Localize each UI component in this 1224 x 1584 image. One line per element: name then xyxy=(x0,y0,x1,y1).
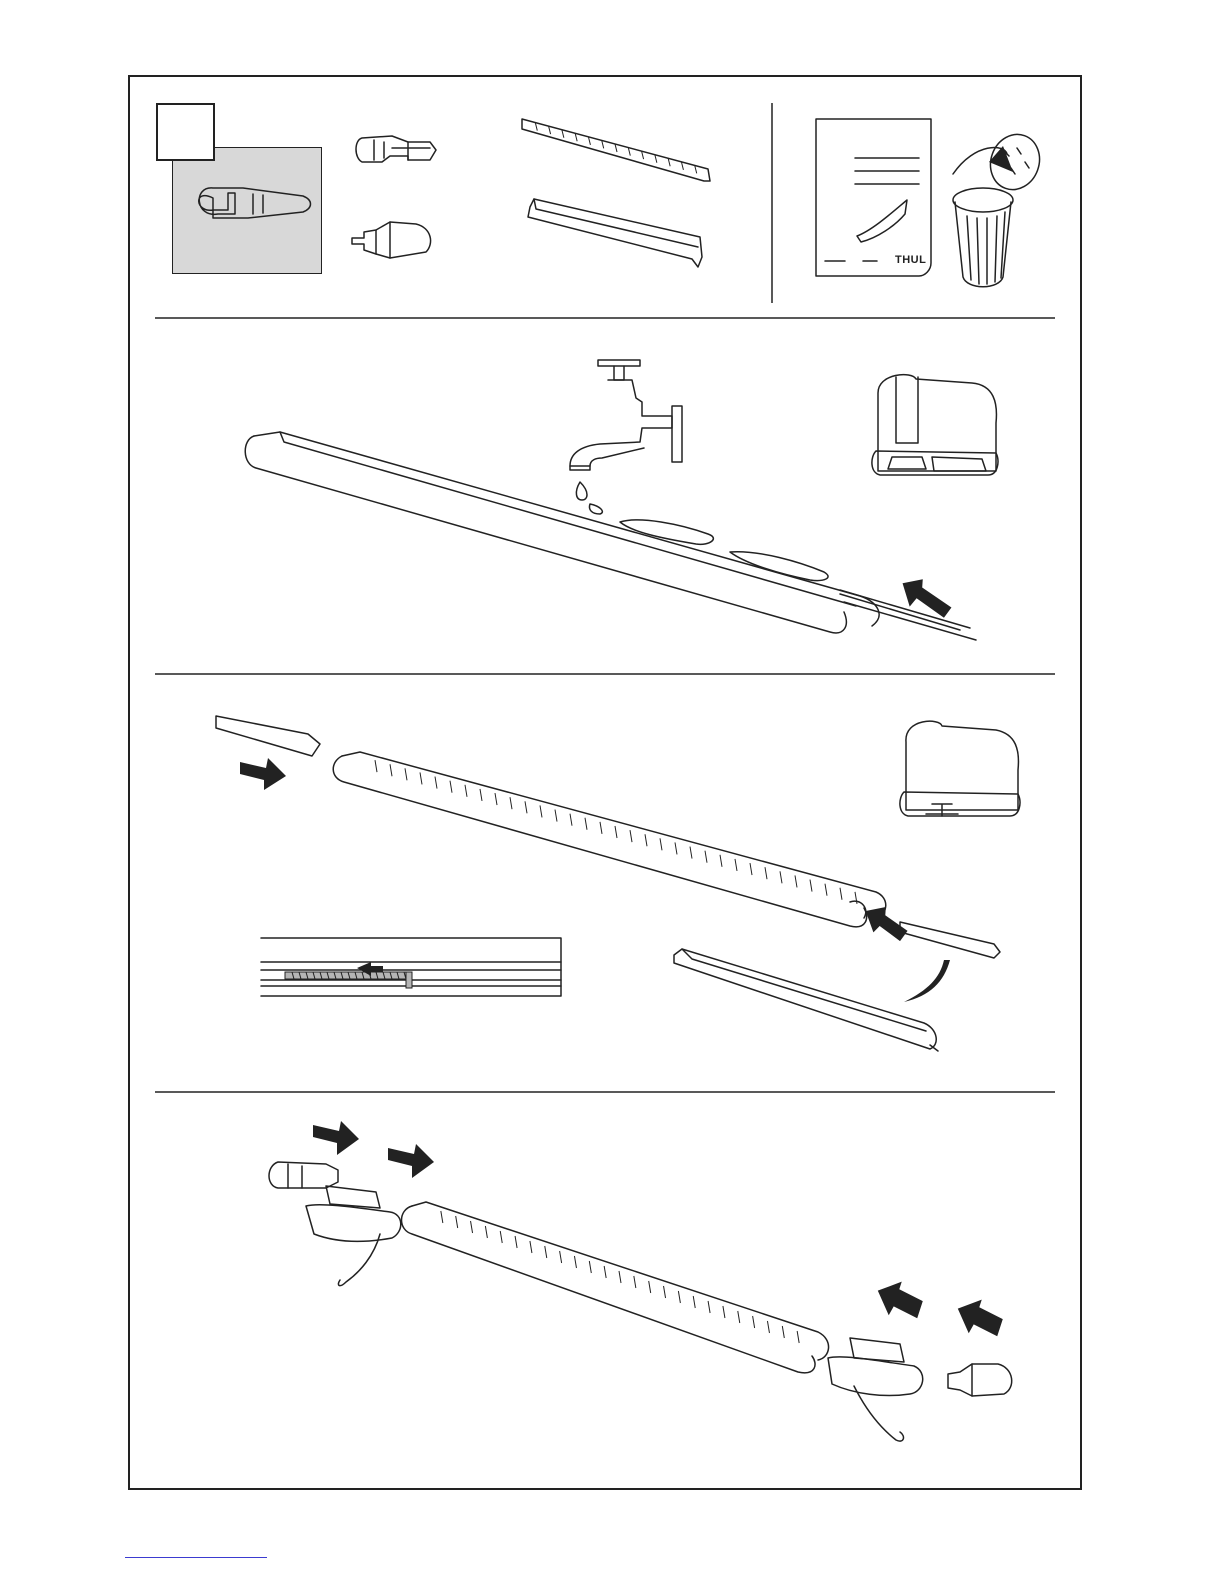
footer-link-underline xyxy=(125,1557,267,1558)
tick-mark xyxy=(753,1316,755,1328)
tick-mark xyxy=(525,801,527,813)
tick-mark xyxy=(441,1211,443,1223)
tick-mark xyxy=(390,764,392,776)
slot-detail-icon xyxy=(261,936,563,998)
tick-mark xyxy=(795,875,797,887)
tick-mark xyxy=(619,1271,621,1283)
push-arrow-icon xyxy=(313,1117,363,1157)
tick-mark xyxy=(375,760,377,772)
tick-mark xyxy=(589,1261,591,1273)
tick-mark xyxy=(649,1281,651,1293)
curved-arrow-icon xyxy=(900,958,960,1008)
tick-mark xyxy=(767,1321,769,1333)
tick-mark xyxy=(735,859,737,871)
tick-mark xyxy=(540,805,542,817)
tick-mark xyxy=(545,1246,547,1258)
tick-mark xyxy=(530,1241,532,1253)
step-badge xyxy=(156,103,215,161)
crossbar-icon xyxy=(398,1196,838,1376)
tick-mark xyxy=(693,1296,695,1308)
crossbar-icon xyxy=(330,742,890,942)
tick-mark xyxy=(480,789,482,801)
tick-mark xyxy=(574,1256,576,1268)
cover-strip-icon xyxy=(520,195,720,275)
tick-mark xyxy=(720,855,722,867)
push-arrow-icon xyxy=(388,1140,438,1180)
tick-mark xyxy=(465,785,467,797)
section-divider-vertical xyxy=(770,103,774,303)
end-cap-icon xyxy=(942,1358,1022,1408)
tick-mark xyxy=(780,871,782,883)
tick-mark xyxy=(708,1301,710,1313)
tick-mark xyxy=(645,834,647,846)
tick-mark xyxy=(797,1331,799,1343)
tick-mark xyxy=(664,1286,666,1298)
tick-mark xyxy=(600,822,602,834)
push-arrow-icon xyxy=(876,1282,926,1322)
end-cap-front-icon xyxy=(352,130,442,170)
profile-section-icon xyxy=(173,148,323,275)
tick-mark xyxy=(723,1306,725,1318)
step-divider-2 xyxy=(155,672,1055,676)
tick-mark xyxy=(855,892,857,904)
step-divider-3 xyxy=(155,1090,1055,1094)
tick-mark xyxy=(515,1236,517,1248)
tick-mark xyxy=(450,781,452,793)
tick-mark xyxy=(660,838,662,850)
tick-mark xyxy=(456,1216,458,1228)
tick-mark xyxy=(690,847,692,859)
tick-mark xyxy=(500,1231,502,1243)
tick-mark xyxy=(555,810,557,822)
tick-mark xyxy=(675,842,677,854)
tick-mark xyxy=(840,888,842,900)
tick-mark xyxy=(615,826,617,838)
tick-mark xyxy=(471,1221,473,1233)
profile-panel xyxy=(172,147,322,274)
tick-mark xyxy=(560,1251,562,1263)
push-arrow-icon xyxy=(898,582,958,622)
step-divider-1 xyxy=(155,316,1055,320)
tick-mark xyxy=(765,867,767,879)
tick-mark xyxy=(604,1266,606,1278)
tick-mark xyxy=(420,772,422,784)
tick-mark xyxy=(810,880,812,892)
push-arrow-icon xyxy=(240,752,290,792)
tick-mark xyxy=(485,1226,487,1238)
bar-profile-section-icon xyxy=(892,714,1022,824)
tick-mark xyxy=(825,884,827,896)
tick-mark xyxy=(405,768,407,780)
tick-mark xyxy=(570,814,572,826)
tick-mark xyxy=(634,1276,636,1288)
tick-mark xyxy=(585,818,587,830)
tick-mark xyxy=(782,1326,784,1338)
tick-mark xyxy=(435,777,437,789)
tick-mark xyxy=(678,1291,680,1303)
bar-profile-section-icon xyxy=(862,363,1002,483)
slot-strip-icon xyxy=(518,115,718,185)
tick-mark xyxy=(630,830,632,842)
end-cap-rear-icon xyxy=(350,218,440,263)
tick-mark xyxy=(495,793,497,805)
brand-mark: THUL xyxy=(895,254,926,266)
foot-pad-icon xyxy=(824,1332,934,1452)
trash-bin-icon xyxy=(945,132,1055,302)
tick-mark xyxy=(510,797,512,809)
push-arrow-icon xyxy=(956,1300,1006,1340)
tick-mark xyxy=(738,1311,740,1323)
tick-mark xyxy=(750,863,752,875)
tick-mark xyxy=(705,851,707,863)
